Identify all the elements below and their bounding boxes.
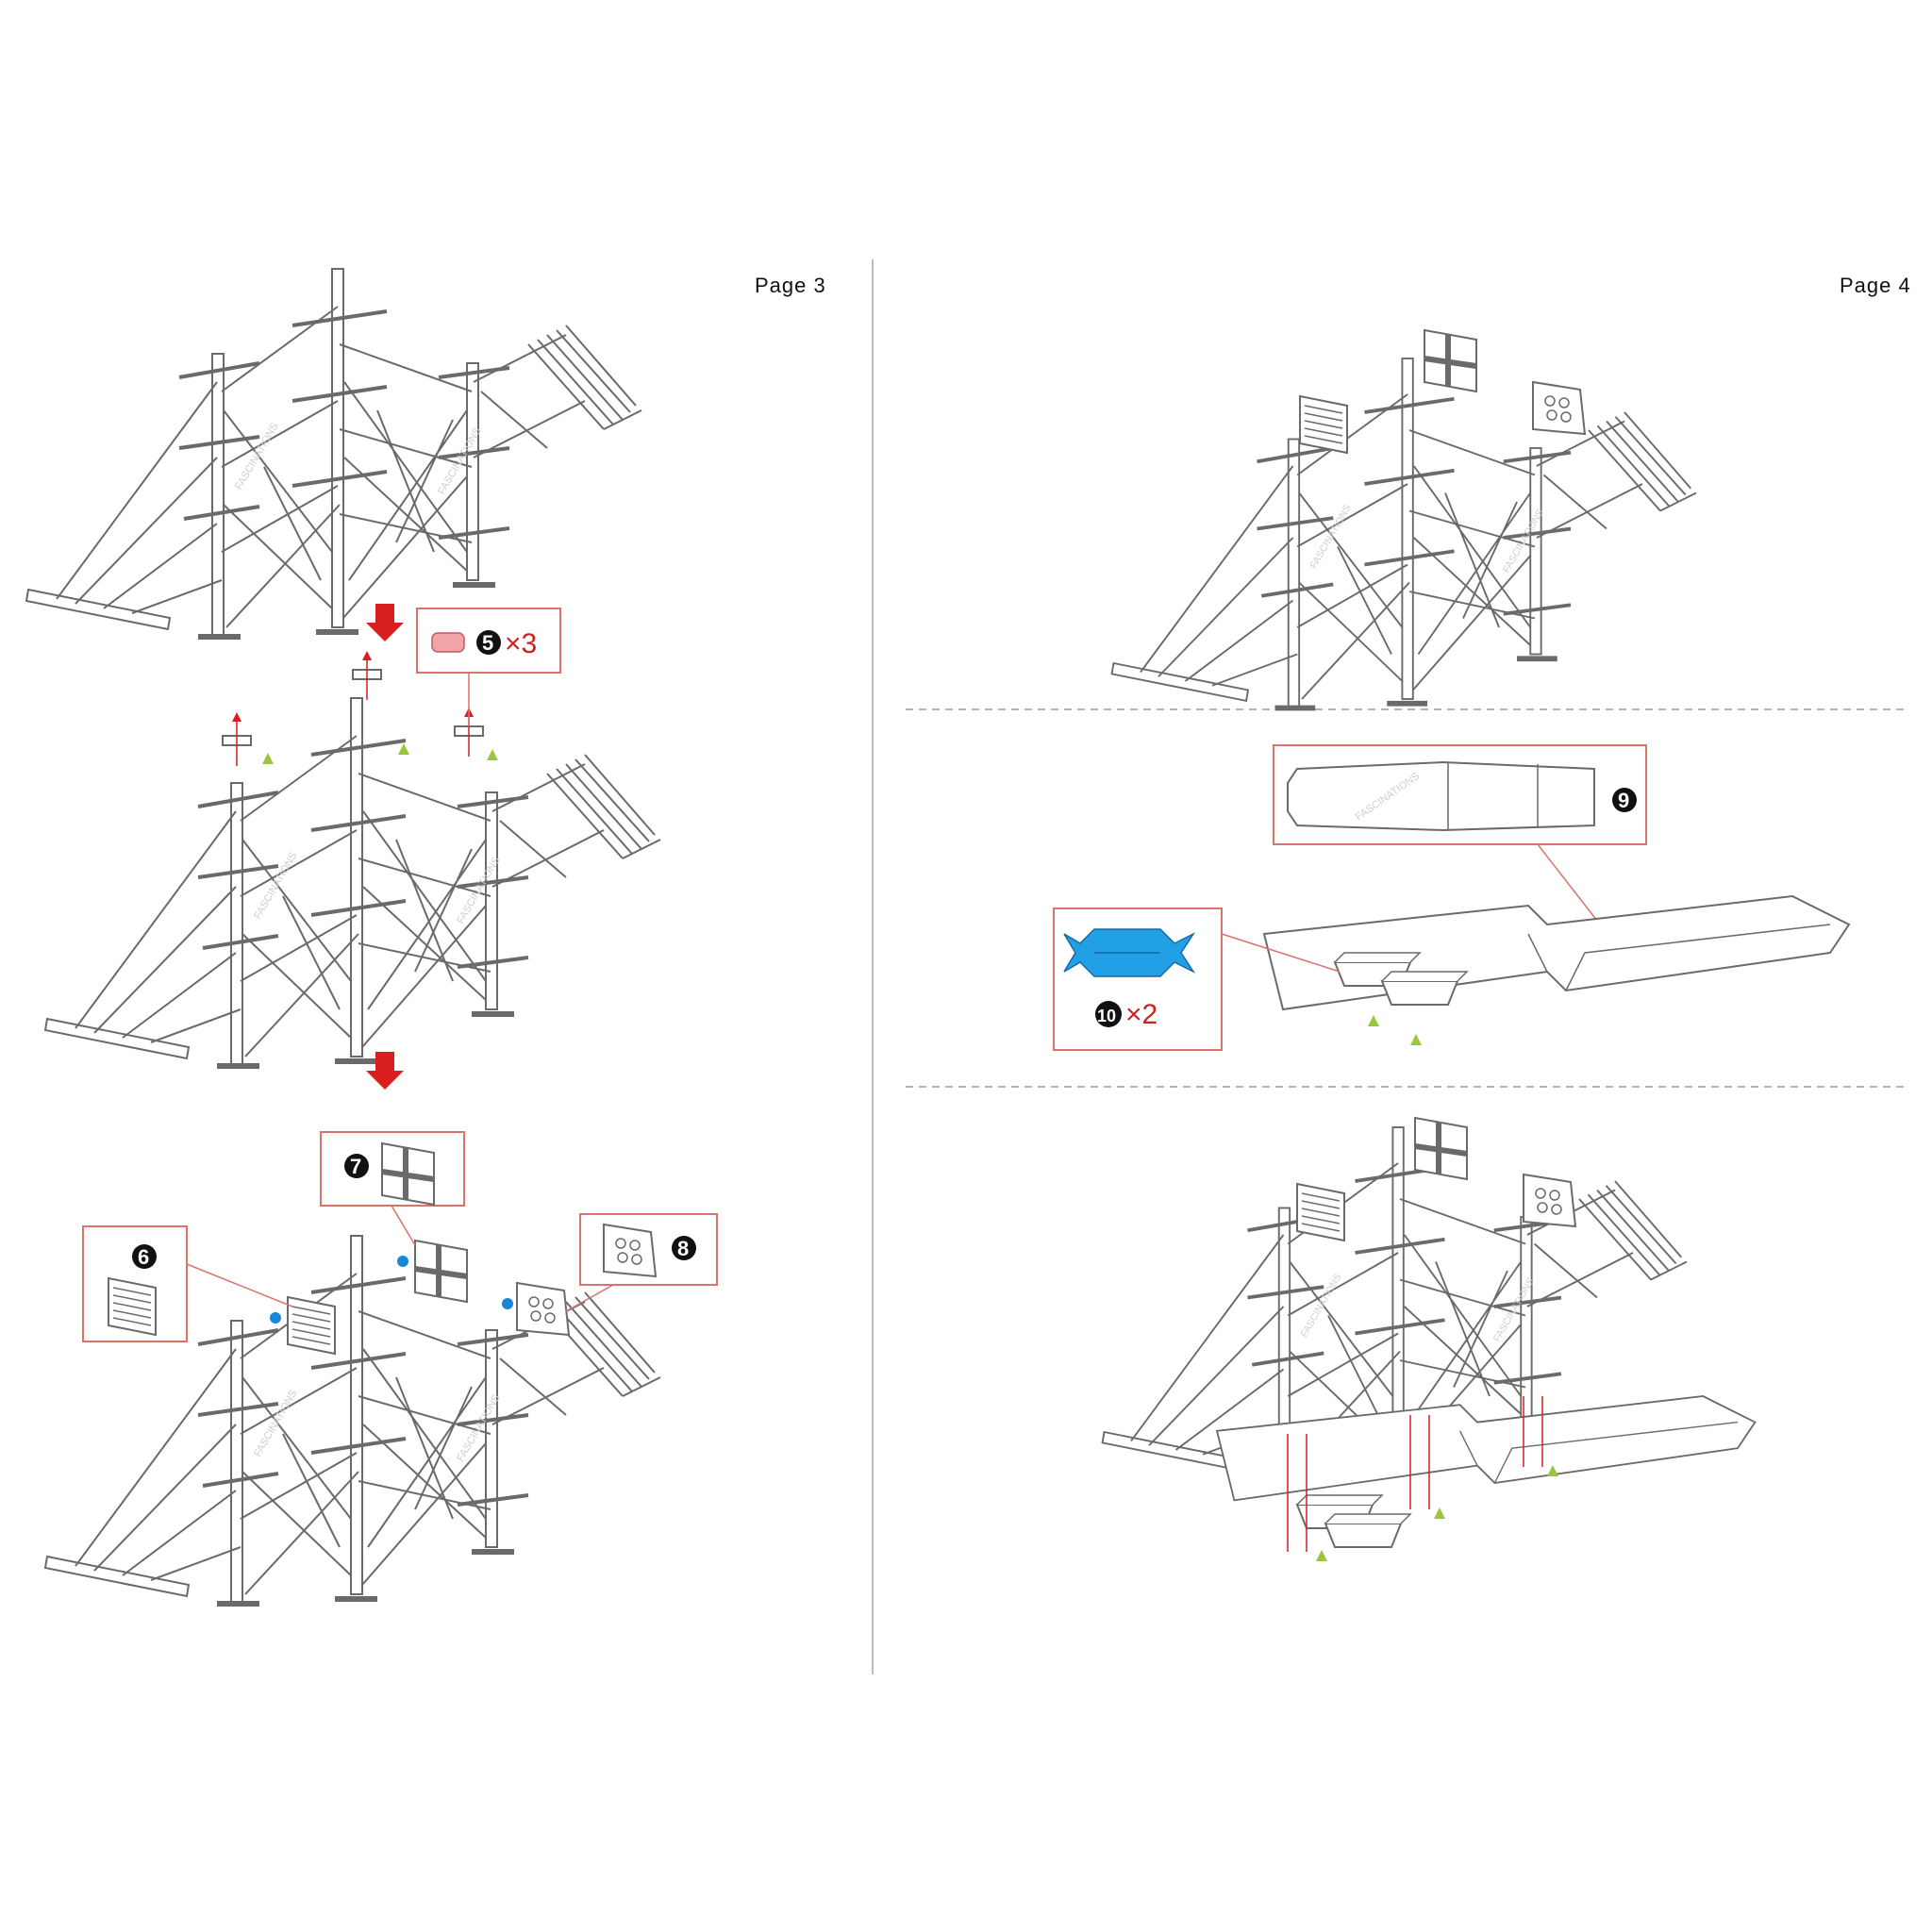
part5-badge (476, 630, 501, 655)
page-label-right: Page 4 (1840, 274, 1911, 297)
ship-rig-step-1 (26, 269, 641, 637)
part6-badge (132, 1244, 157, 1269)
page-label-left: Page 3 (755, 274, 826, 297)
ship-rig-step-2 (45, 698, 660, 1066)
part7-callout: 7 (320, 1131, 465, 1246)
part5-number: 5 (482, 631, 493, 655)
triangle-marker-icon (487, 749, 498, 760)
flag-dots-icon (1523, 1174, 1576, 1227)
part10-callout: 10 ×2 (1053, 908, 1341, 1051)
part9-badge (1612, 788, 1637, 812)
triangle-marker-icon (1410, 1034, 1422, 1045)
triangle-marker-icon (1316, 1550, 1327, 1561)
flag-cross-icon (1424, 330, 1476, 391)
flag-stripes-icon (287, 1296, 336, 1355)
triangle-marker-icon (1434, 1507, 1445, 1519)
part5-callout: 5 ×3 (416, 608, 561, 726)
part8-callout: 8 (565, 1213, 718, 1312)
arrow-down-icon (366, 604, 404, 641)
boat-piece (1381, 971, 1468, 1006)
arrow-down-icon (366, 1052, 404, 1090)
part8-number: 8 (677, 1237, 689, 1260)
triangle-marker-icon (262, 753, 274, 764)
triangle-marker-icon (398, 743, 409, 755)
dot-marker-icon (502, 1298, 513, 1309)
boat-final (1324, 1513, 1411, 1548)
part7-number: 7 (350, 1155, 361, 1178)
part10-multiplier: ×2 (1125, 999, 1158, 1030)
flag-dots-icon (516, 1282, 570, 1336)
part7-badge (344, 1154, 369, 1178)
triangle-marker-icon (1368, 1015, 1379, 1026)
mast-caps (222, 651, 484, 766)
part10-number: 10 (1097, 1007, 1116, 1025)
flag-cross-icon (415, 1241, 467, 1302)
part5-multiplier: ×3 (505, 628, 537, 659)
triangle-marker-icon (1547, 1465, 1558, 1476)
flag-stripes-icon (1299, 395, 1348, 454)
part6-number: 6 (138, 1245, 149, 1269)
ship-rig-with-flags (1112, 358, 1696, 708)
part6-callout: 6 (82, 1225, 293, 1342)
hull-final (1216, 1395, 1757, 1502)
flag-dots-icon (1532, 381, 1586, 435)
part9-number: 9 (1618, 789, 1629, 812)
part8-badge (672, 1236, 696, 1260)
part9-callout: 9 FASCINATIONS (1273, 744, 1647, 930)
flag-cross-icon (1415, 1118, 1467, 1179)
dot-marker-icon (270, 1312, 281, 1324)
flag-stripes-icon (1296, 1183, 1345, 1241)
part5-piece (431, 632, 465, 653)
assembly-arrows (1287, 1396, 1543, 1552)
dot-marker-icon (397, 1256, 408, 1267)
part10-badge (1095, 1001, 1122, 1027)
